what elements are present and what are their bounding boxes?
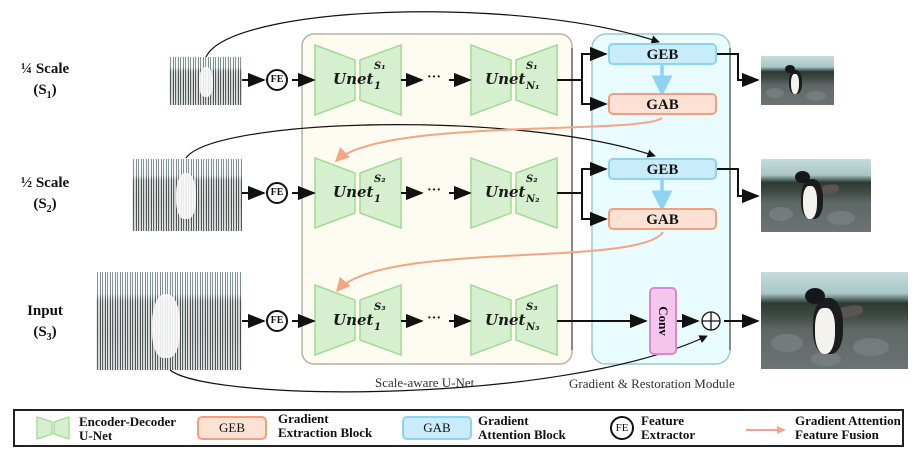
unet-encoder-shape [470,43,512,117]
unet-decoder-shape [515,156,558,230]
output-arrow-row-2 [717,168,760,204]
unet-encoder-shape [470,156,512,230]
unet-decoder-shape [359,43,402,117]
gradient-restoration-caption: Gradient & Restoration Module [569,376,735,391]
unet-row-2 [314,156,558,230]
ellipsis: ··· [427,70,442,85]
legend-unet-icon [36,416,70,440]
split-arrow-row-1b [581,80,608,112]
legend-geb-box: GEB [197,416,267,440]
fusion-arrow-1 [334,117,663,162]
skip-curve-row-1 [205,11,660,58]
feature-extractor-icon: FE [266,69,288,91]
skip-curve-row-3 [169,335,708,393]
split-arrow-row-2 [557,161,608,194]
row-label-text: Input [27,303,63,319]
unet-encoder-shape [314,43,356,117]
row-label-half-scale: ½ Scale (S2) [0,173,90,220]
ellipsis: ··· [427,183,442,198]
row-label-text: ½ Scale [20,175,70,191]
unet-encoder-shape [470,283,512,357]
unet-encoder-shape [314,156,356,230]
unet-decoder-shape [359,156,402,230]
rainy-image-quarter-scale [169,57,242,105]
row-label-symbol: (S1) [33,82,57,101]
fusion-arrow-2 [336,231,664,293]
ellipsis: ··· [427,311,442,326]
conv-label: Conv [656,306,671,336]
geb-block-row-1: GEB [608,43,717,65]
output-image-half-scale [761,159,871,232]
rainy-image-input [96,272,242,370]
feature-extractor-icon: FE [266,182,288,204]
row-label-quarter-scale: ¼ Scale (S1) [0,59,90,106]
unet-row-3 [314,283,558,357]
add-operator-icon [701,311,721,331]
scale-aware-unet-caption: Scale-aware U-Net [375,375,475,390]
unet-decoder-shape [359,283,402,357]
feature-extractor-icon: FE [266,310,288,332]
skip-curve-row-2 [185,124,656,159]
geb-block-row-2: GEB [608,158,717,180]
output-arrow-row-1 [717,53,760,88]
unet-encoder-shape [314,283,356,357]
conv-block: Conv [649,287,677,355]
unet-row-1 [314,43,558,117]
gab-block-row-1: GAB [608,93,717,115]
rainy-image-half-scale [132,159,242,231]
legend-gab-box: GAB [402,416,472,440]
unet-decoder-shape [515,43,558,117]
row-label-symbol: (S3) [33,324,57,343]
legend-fe-icon: FE [610,416,634,440]
gab-block-row-2: GAB [608,208,717,230]
output-image-restored [761,272,908,369]
split-arrow-row-1 [557,46,608,81]
row-label-text: ¼ Scale [20,61,70,77]
row-label-symbol: (S2) [33,196,57,215]
legend-fusion-arrow-icon [746,426,786,434]
split-arrow-row-2b [581,193,608,227]
row-label-input: Input (S3) [0,301,90,348]
unet-decoder-shape [515,283,558,357]
output-image-quarter-scale [761,56,834,105]
